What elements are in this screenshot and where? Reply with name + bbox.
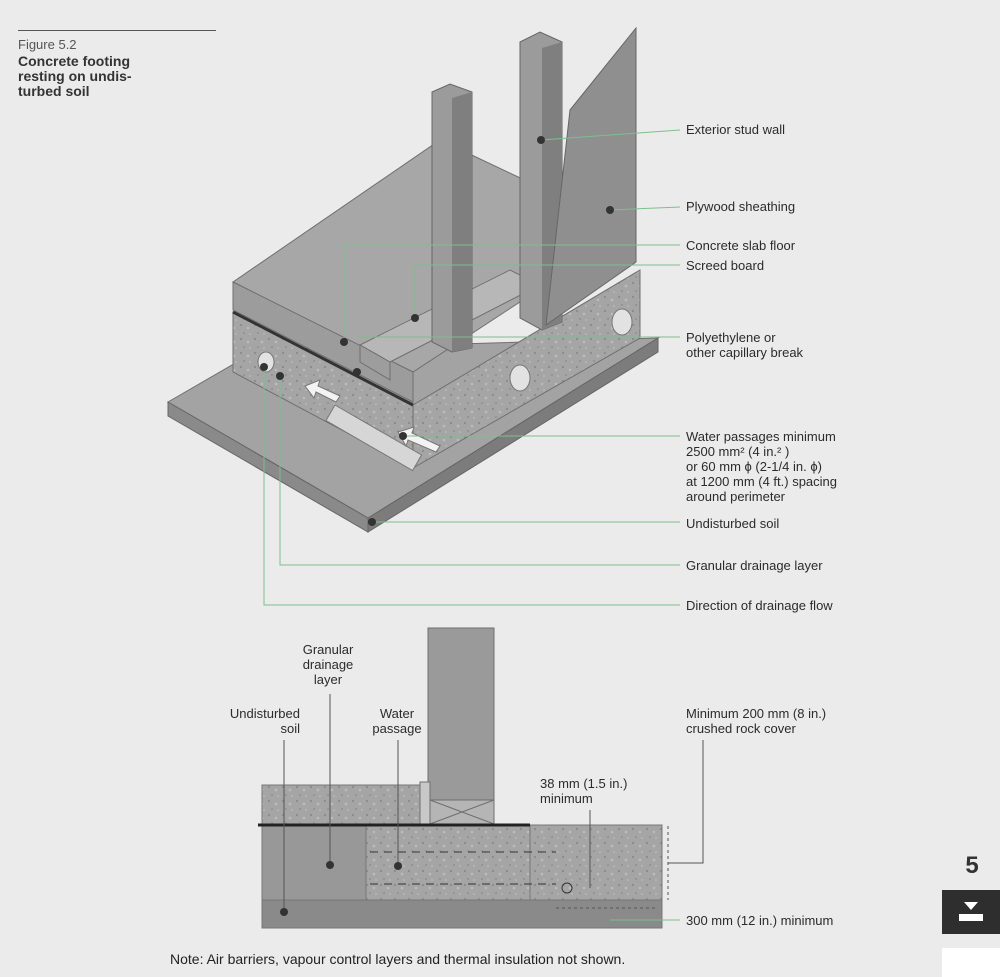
label-drainage-flow: Direction of drainage flow — [686, 598, 833, 613]
chapter-tab-lower — [942, 948, 1000, 977]
dot-water — [399, 432, 407, 440]
drainage-arrow-2 — [397, 426, 441, 453]
screed-board-front — [359, 344, 391, 381]
leader-granular-drainage — [279, 376, 680, 566]
drainage-arrow-1 — [304, 379, 341, 403]
diagram-note: Note: Air barriers, vapour control layer… — [170, 951, 626, 967]
section-wall — [427, 627, 495, 825]
figure-rule — [18, 30, 216, 31]
label-capillary-break: Polyethylene or other capillary break — [686, 330, 804, 360]
dot-capillary — [353, 368, 361, 376]
section-label-crushed-rock: Minimum 200 mm (8 in.) crushed rock cove… — [686, 706, 827, 736]
leader-drainage-flow — [263, 367, 680, 606]
section-label-gap-min: 38 mm (1.5 in.) minimum — [540, 776, 628, 806]
leader-exterior-stud-wall — [540, 129, 681, 141]
section-label-width-min: 300 mm (12 in.) minimum — [686, 913, 834, 928]
section-dot-soil — [280, 908, 288, 916]
section-gravel-left — [261, 784, 429, 826]
slab-front — [232, 281, 414, 403]
water-pipe-1 — [325, 404, 423, 472]
plywood-panel — [545, 26, 637, 327]
leader-plywood-sheathing — [609, 206, 681, 211]
label-exterior-stud-wall: Exterior stud wall — [686, 122, 785, 137]
dot-stud — [537, 136, 545, 144]
section-gravel-center — [365, 824, 531, 901]
section-dot-gap — [561, 882, 573, 894]
figure-title: Concrete footing resting on undis-turbed… — [18, 53, 132, 99]
section-dot-water — [394, 862, 402, 870]
dot-plywood — [606, 206, 614, 214]
label-granular-drainage-layer: Granular drainage layer — [686, 558, 823, 573]
figure-number: Figure 5.2 — [18, 37, 77, 52]
section-blocking-x2 — [429, 799, 495, 825]
section-dot-granular — [326, 861, 334, 869]
section-label-undisturbed: Undisturbed soil — [229, 706, 300, 736]
label-plywood-sheathing: Plywood sheathing — [686, 199, 796, 214]
section-label-granular: Granular drainage layer — [302, 642, 354, 687]
dot-granular — [276, 372, 284, 380]
dot-flow — [260, 363, 268, 371]
chapter-tab-icon — [959, 902, 983, 921]
water-pipe-end-2 — [611, 308, 633, 336]
water-pipe-end-3 — [509, 364, 531, 392]
footing-side — [367, 337, 659, 533]
dot-slab — [340, 338, 348, 346]
section-gravel-right — [529, 824, 663, 901]
label-undisturbed-soil: Undisturbed soil — [686, 516, 780, 531]
dot-screed — [411, 314, 419, 322]
isometric-view — [167, 26, 660, 533]
label-water-passages: Water passages minimum 2500 mm² (4 in.² … — [686, 429, 838, 504]
stud-left-face — [452, 92, 472, 352]
dot-soil — [368, 518, 376, 526]
section-leader-crushed-rock — [668, 740, 704, 864]
chapter-tab — [942, 890, 1000, 934]
section-view — [258, 627, 704, 929]
label-concrete-slab-floor: Concrete slab floor — [686, 238, 796, 253]
section-footing — [261, 899, 663, 929]
callout-dots — [260, 136, 614, 526]
chapter-number: 5 — [965, 852, 979, 879]
label-screed-board: Screed board — [686, 258, 765, 273]
section-screed — [419, 781, 431, 825]
leader-screed-board — [414, 264, 680, 318]
section-label-water-passage: Water passage — [372, 706, 422, 736]
capillary-break-line — [232, 310, 414, 407]
leader-concrete-slab-floor — [343, 244, 680, 342]
callout-leaders — [263, 129, 681, 606]
